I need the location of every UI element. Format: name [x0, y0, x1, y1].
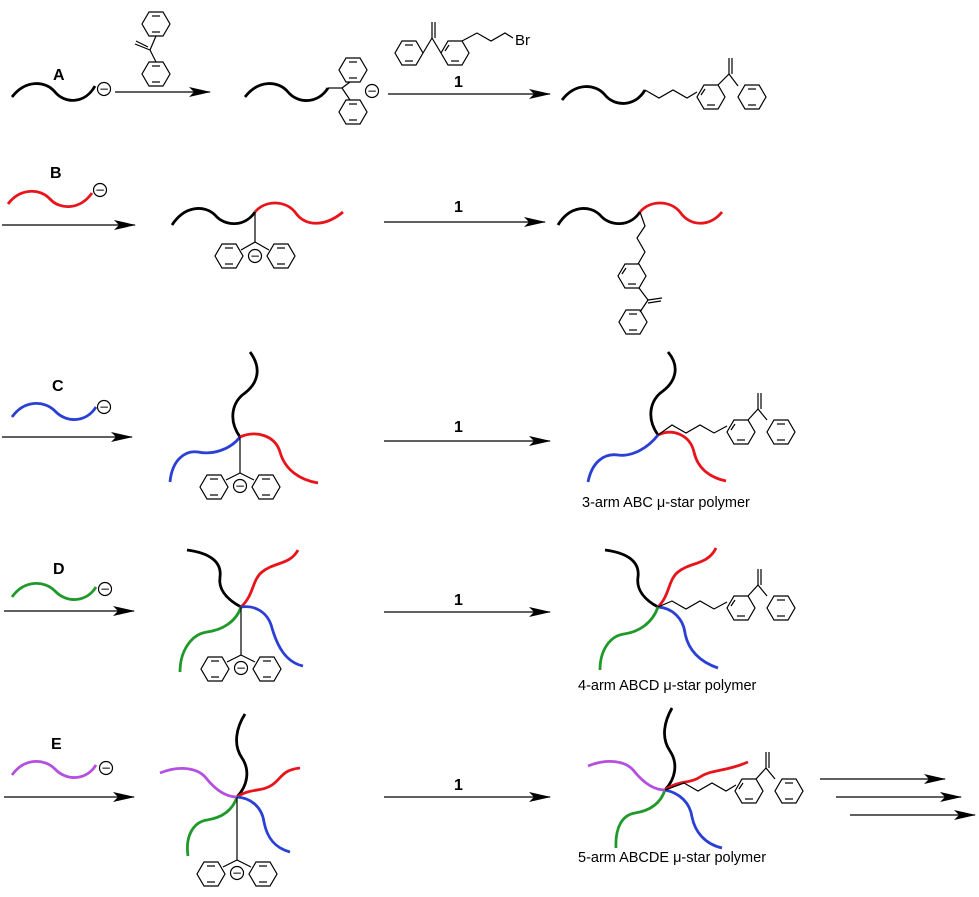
product-caption-3-arm: 3-arm ABC μ-star polymer	[582, 495, 750, 511]
monomer-label-b: B	[50, 165, 62, 182]
chain-e	[159, 767, 238, 799]
svg-text:−: −	[100, 582, 110, 596]
chain-d	[598, 606, 660, 671]
chain-a	[663, 707, 677, 791]
chain-c	[657, 605, 719, 670]
chain-b	[656, 547, 718, 608]
row-d: D − − 1	[4, 547, 796, 694]
chain-a	[649, 351, 677, 436]
diphenylmethyl-anion: −	[196, 797, 278, 887]
svg-text:−: −	[99, 400, 109, 414]
row-e: E − − 1	[4, 707, 976, 887]
chain-b	[239, 432, 319, 485]
chain-b	[638, 201, 724, 225]
chain-b	[657, 430, 727, 483]
anion-icon	[364, 83, 380, 99]
chain-b	[6, 189, 94, 208]
anion-icon: −	[98, 760, 114, 776]
anion-icon: −	[96, 399, 112, 415]
svg-text:−: −	[101, 761, 111, 775]
dpe-end-group	[644, 58, 767, 110]
chain-b-blue	[240, 605, 304, 668]
chain-c	[168, 436, 242, 483]
dpe-end-group	[664, 752, 804, 804]
chain-d	[10, 582, 98, 601]
row-b: B − − 1	[2, 165, 724, 335]
anion-icon: −	[92, 182, 108, 198]
chain-a	[235, 713, 249, 798]
chain-a	[170, 207, 257, 226]
chain-b	[236, 766, 301, 799]
dpe-end-group	[657, 393, 796, 445]
chain-a	[243, 82, 330, 102]
reagent-1-label: 1	[454, 592, 463, 609]
chain-a	[186, 548, 242, 609]
reagent-1-label: 1	[454, 419, 463, 436]
chain-b	[253, 201, 344, 225]
svg-text:−: −	[367, 84, 377, 98]
monomer-label-e: E	[51, 736, 62, 753]
anion-icon: −	[97, 581, 113, 597]
reagent-1-label: 1	[454, 199, 463, 216]
chain-c	[586, 434, 660, 483]
monomer-label-c: C	[52, 378, 64, 395]
anion-icon: −	[96, 81, 112, 97]
dpe-end-group	[657, 569, 796, 621]
product-caption-5-arm: 5-arm ABCDE μ-star polymer	[578, 850, 766, 866]
svg-text:−: −	[95, 183, 105, 197]
chain-e	[587, 760, 666, 792]
chain-c	[10, 402, 98, 421]
chain-d	[186, 796, 239, 857]
chain-a	[10, 82, 97, 102]
chain-c	[664, 788, 723, 850]
monomer-label-d: D	[53, 561, 65, 578]
svg-text:−: −	[232, 866, 242, 880]
row-c: C − − 1	[2, 351, 796, 511]
anion-icon	[229, 865, 245, 881]
anion-icon	[247, 248, 263, 264]
reagent-1-label: 1	[454, 777, 463, 794]
chain-e	[10, 760, 98, 779]
reagent-1-molecule	[394, 22, 514, 66]
bromo-label: Br	[515, 32, 530, 49]
svg-text:−: −	[235, 479, 245, 493]
anion-icon	[232, 478, 248, 494]
diphenylethylene-molecule	[134, 11, 171, 87]
row-a: A −	[10, 11, 767, 125]
chain-c	[236, 795, 291, 854]
chain-b	[664, 760, 749, 792]
diphenylmethyl-anion: −	[200, 607, 282, 682]
diphenylmethyl-anion: −	[199, 437, 281, 500]
chain-a	[556, 207, 642, 226]
diphenylmethyl-anion: −	[328, 57, 380, 125]
anion-icon	[233, 660, 249, 676]
svg-text:−: −	[99, 82, 109, 96]
chain-a	[604, 548, 659, 609]
diphenylmethyl-anion: −	[214, 212, 296, 269]
svg-text:−: −	[250, 249, 260, 263]
monomer-label-a: A	[53, 67, 65, 84]
dpe-end-group	[617, 211, 663, 335]
reagent-1-label: 1	[454, 74, 463, 91]
chain-a	[231, 351, 259, 438]
chain-d	[178, 606, 243, 673]
chain-d	[614, 789, 667, 849]
svg-text:−: −	[236, 661, 246, 675]
chain-b	[240, 549, 300, 609]
product-caption-4-arm: 4-arm ABCD μ-star polymer	[578, 678, 757, 694]
chain-a	[560, 85, 647, 105]
